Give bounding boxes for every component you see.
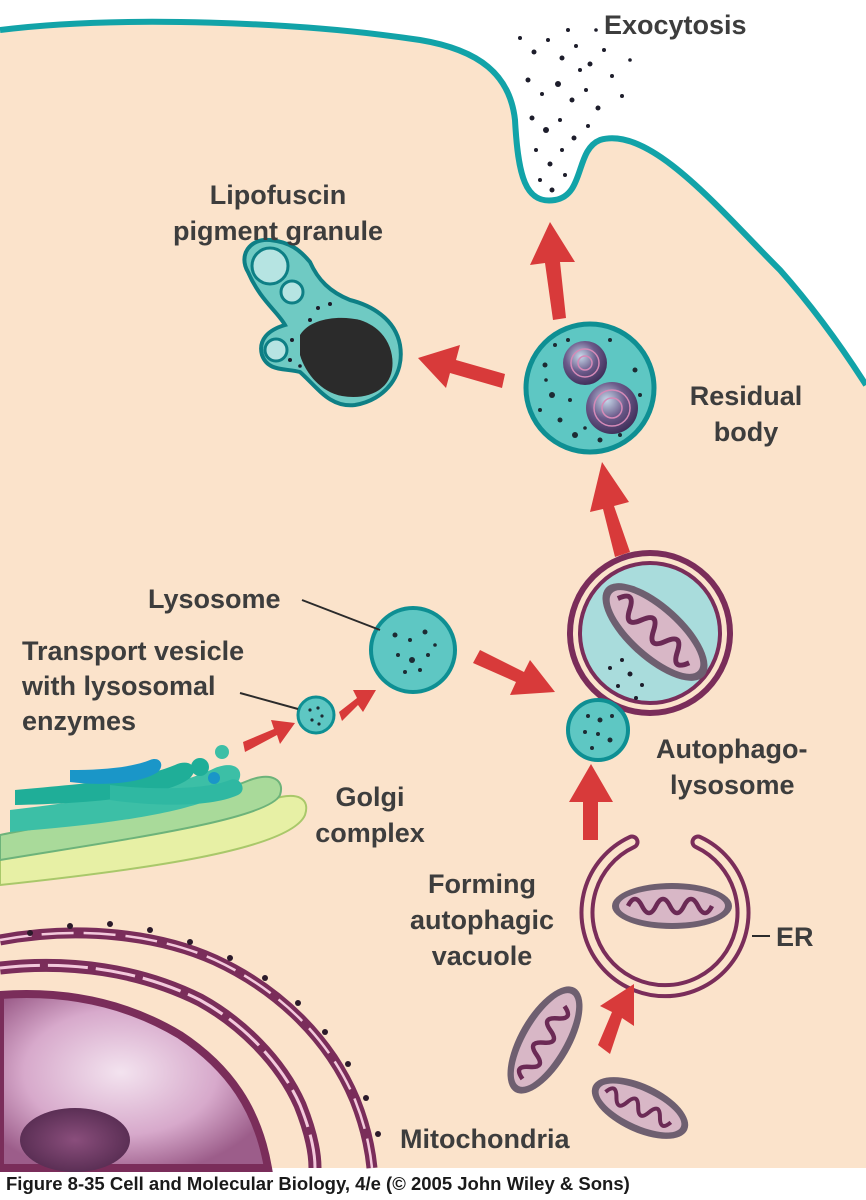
label-golgi-1: Golgi xyxy=(336,782,405,812)
extracellular-space xyxy=(0,0,866,385)
label-autophago-1: Autophago- xyxy=(656,734,807,764)
label-transport-3: enzymes xyxy=(22,706,136,736)
arrow-vesicle-to-lysosome xyxy=(339,690,376,721)
label-mitochondria: Mitochondria xyxy=(400,1124,570,1154)
arrow-to-exocytosis xyxy=(530,222,575,320)
figure-caption: Figure 8-35 Cell and Molecular Biology, … xyxy=(6,1173,630,1194)
lysosome xyxy=(369,606,457,694)
mitochondria xyxy=(507,986,689,1139)
arrow-to-lipofuscin xyxy=(418,345,505,388)
arrow-mitochondria-to-forming xyxy=(598,984,634,1054)
labels: Exocytosis Lipofuscin pigment granule Re… xyxy=(21,10,814,1154)
lipofuscin-granule xyxy=(242,237,403,408)
golgi-complex xyxy=(0,745,308,887)
label-exocytosis: Exocytosis xyxy=(604,10,747,40)
arrow-lysosome-to-autophagolysosome xyxy=(473,650,555,695)
forming-autophagic-vacuole xyxy=(579,834,751,999)
transport-vesicle xyxy=(296,695,336,735)
label-forming-2: autophagic xyxy=(410,905,554,935)
label-residual-2: body xyxy=(714,417,779,447)
residual-body xyxy=(523,321,657,455)
label-forming-3: vacuole xyxy=(432,941,533,971)
nucleus-and-er xyxy=(0,921,381,1172)
label-transport-2: with lysosomal xyxy=(21,671,216,701)
label-autophago-2: lysosome xyxy=(670,770,795,800)
label-lipofuscin-2: pigment granule xyxy=(173,216,383,246)
label-transport-1: Transport vesicle xyxy=(22,636,244,666)
arrow-to-residual-body xyxy=(590,462,630,557)
label-residual-1: Residual xyxy=(690,381,803,411)
label-forming-1: Forming xyxy=(428,869,536,899)
lysosome-leader xyxy=(301,599,381,631)
label-lipofuscin-1: Lipofuscin xyxy=(210,180,347,210)
transport-vesicle-leader xyxy=(239,692,299,710)
arrow-golgi-to-vesicle xyxy=(243,720,295,752)
plasma-membrane xyxy=(0,18,866,387)
autophagolysosome xyxy=(566,550,733,762)
label-golgi-2: complex xyxy=(315,818,425,848)
label-er: ER xyxy=(776,922,814,952)
cytoplasm xyxy=(0,0,866,1168)
arrows xyxy=(243,222,634,1054)
arrow-forming-to-autophagolysosome xyxy=(569,764,613,840)
label-lysosome: Lysosome xyxy=(148,584,281,614)
exocytosis-particles xyxy=(518,28,632,193)
